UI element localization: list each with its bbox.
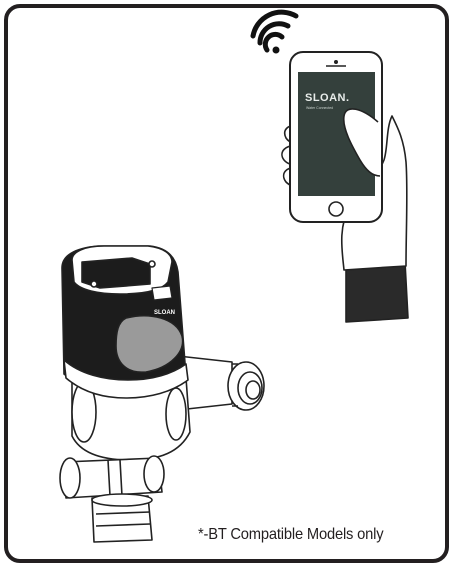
wifi-signal-icon: [253, 12, 296, 53]
flushometer-valve-illustration: SLOAN: [60, 246, 264, 542]
valve-brand-text: SLOAN: [154, 310, 175, 316]
compatibility-caption: *-BT Compatible Models only: [198, 526, 383, 544]
phone-tagline-text: Water Connected: [306, 106, 333, 110]
phone-brand-text: SLOAN.: [305, 92, 350, 104]
smartphone-illustration: SLOAN. Water Connected: [290, 52, 382, 222]
camera-icon: [334, 60, 338, 64]
